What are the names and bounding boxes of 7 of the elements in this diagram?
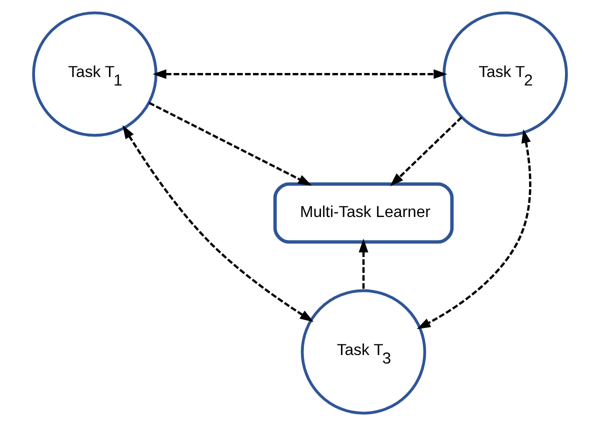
arrow — [358, 238, 368, 290]
arrow — [152, 69, 448, 79]
node-box: Multi-Task Learner — [273, 182, 454, 244]
arrow — [122, 125, 314, 322]
arrow — [390, 116, 462, 186]
arrow — [148, 102, 312, 186]
arrow — [416, 129, 532, 330]
